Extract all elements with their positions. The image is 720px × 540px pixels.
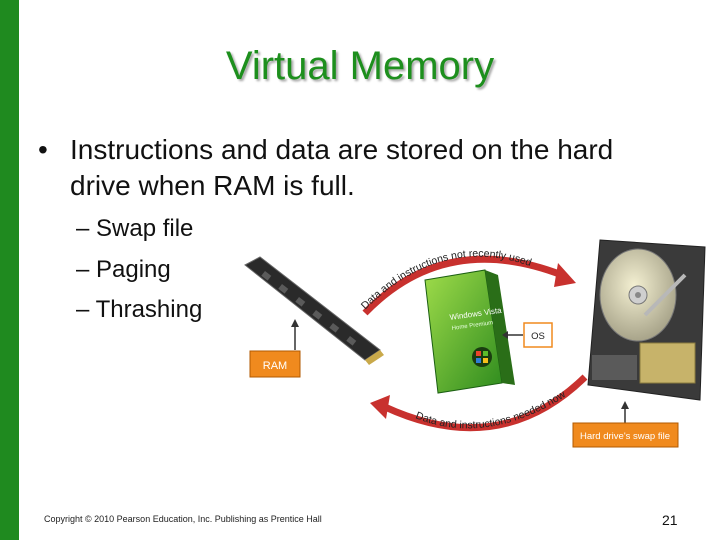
bottom-arrow-label: Data and instructions needed now bbox=[414, 388, 568, 431]
ram-label: RAM bbox=[263, 360, 287, 372]
ram-module-image bbox=[244, 256, 384, 365]
os-label-box bbox=[523, 322, 553, 348]
page-number: 21 bbox=[662, 512, 678, 528]
swap-label-box bbox=[572, 422, 679, 448]
bottom-arrow bbox=[383, 374, 588, 432]
subbullet-swap-file: – Swap file bbox=[76, 215, 194, 242]
bullet-text: Instructions and data are stored on the … bbox=[70, 134, 614, 201]
os-label: OS bbox=[531, 331, 545, 342]
windows-vista-box-image: Windows Vista Home Premium bbox=[424, 269, 515, 394]
bottom-arrow-text: Data and instructions needed now bbox=[414, 388, 568, 431]
ram-label-box bbox=[249, 350, 301, 378]
top-arrow bbox=[362, 255, 564, 316]
swap-label: Hard drive's swap file bbox=[580, 431, 670, 442]
subbullet-thrashing: – Thrashing bbox=[76, 296, 203, 323]
copyright-footer: Copyright © 2010 Pearson Education, Inc.… bbox=[44, 514, 322, 524]
box-subtitle: Home Premium bbox=[451, 320, 493, 332]
hard-drive-image bbox=[587, 239, 706, 401]
left-accent-bar bbox=[0, 0, 19, 540]
top-arrowhead bbox=[554, 263, 576, 287]
bottom-arrowhead bbox=[370, 395, 390, 419]
bullet-marker: • bbox=[38, 134, 48, 165]
windows-logo-icon bbox=[472, 347, 492, 367]
slide-title: Virtual Memory bbox=[225, 44, 495, 88]
subbullet-paging: – Paging bbox=[76, 256, 171, 283]
virtual-memory-figure: RAM Data and instructions not recently u… bbox=[240, 235, 710, 457]
